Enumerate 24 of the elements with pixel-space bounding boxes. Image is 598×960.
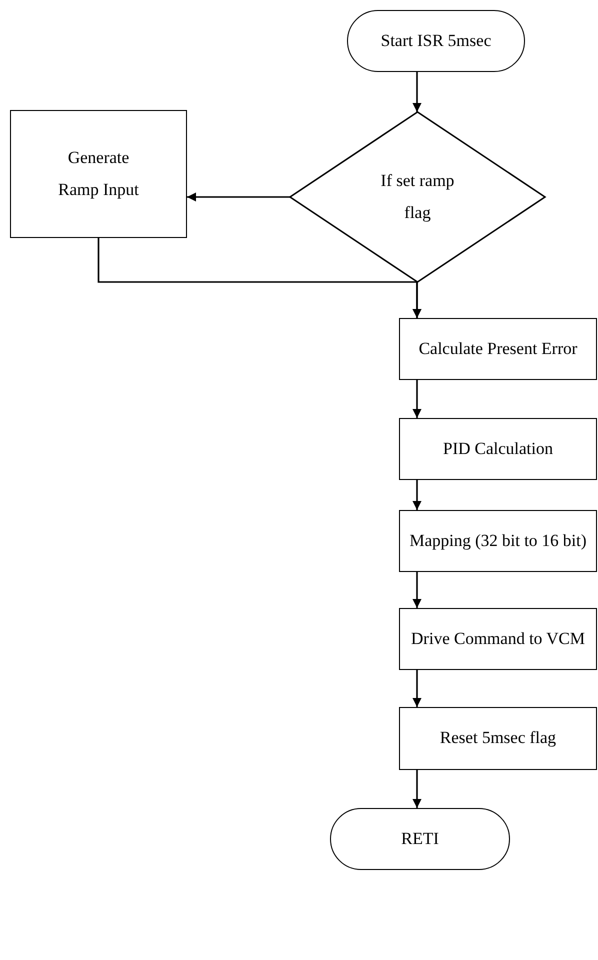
node-label: If set ramp flag — [380, 170, 455, 224]
decision-diamond — [290, 112, 545, 282]
arrow — [412, 670, 422, 707]
node-label: Generate Ramp Input — [57, 146, 140, 201]
arrow — [98, 238, 422, 318]
process-box — [399, 318, 597, 380]
arrow — [412, 380, 422, 418]
process-box — [399, 418, 597, 480]
node-label: RETI — [401, 828, 439, 850]
process-box — [399, 510, 597, 572]
process-box — [399, 608, 597, 670]
node-label: Mapping (32 bit to 16 bit) — [409, 530, 587, 552]
node-label: Drive Command to VCM — [411, 628, 585, 650]
node-label: Reset 5msec flag — [440, 727, 556, 750]
node-label: Start ISR 5msec — [380, 30, 492, 52]
arrow — [412, 770, 422, 808]
arrow — [412, 72, 422, 112]
node-label: Calculate Present Error — [418, 338, 578, 360]
arrow — [412, 480, 422, 510]
arrow — [187, 192, 290, 202]
arrow — [412, 572, 422, 608]
process-box — [10, 110, 187, 238]
node-label: PID Calculation — [442, 438, 553, 460]
process-box — [399, 707, 597, 770]
